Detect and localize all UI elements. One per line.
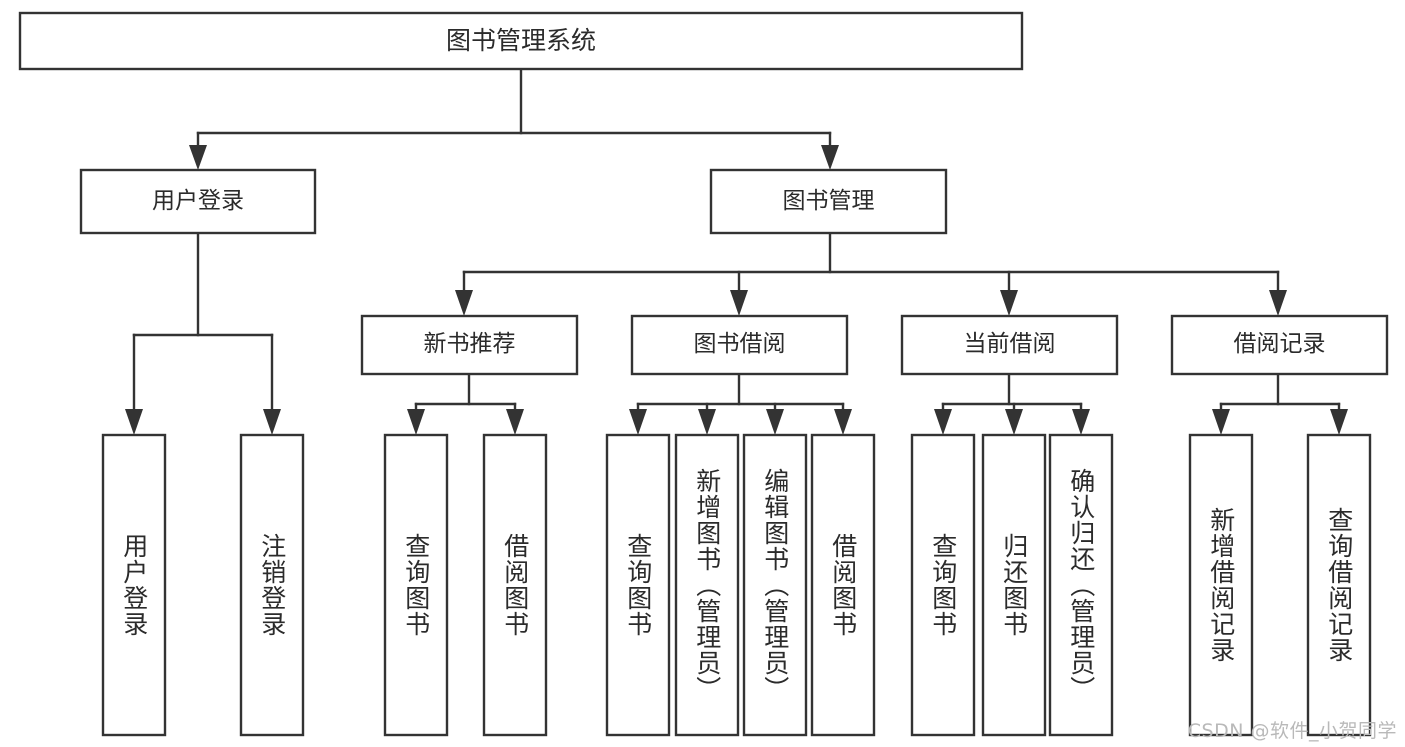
arrow-head-new-book-recommend [455,290,473,316]
arrow-head-leaf-query-borrow-record [1330,409,1348,435]
node-box-root[interactable] [18,11,1024,71]
node-box-leaf-user-login[interactable] [101,433,167,737]
arrow-head-leaf-query-book-current [934,409,952,435]
node-box-leaf-add-borrow-record[interactable] [1188,433,1254,737]
node-box-leaf-edit-book-admin[interactable] [742,433,808,737]
node-box-layer [18,11,1389,737]
arrow-head-user-login [189,145,207,170]
arrow-head-leaf-borrow-book [834,409,852,435]
node-box-borrow-record[interactable] [1170,314,1389,376]
node-box-user-login[interactable] [79,168,317,235]
node-box-leaf-borrow-book[interactable] [810,433,876,737]
arrow-head-leaf-query-book-borrow [629,409,647,435]
node-box-book-borrow[interactable] [630,314,849,376]
node-box-leaf-query-book-borrow[interactable] [605,433,671,737]
arrow-head-leaf-user-login [125,409,143,435]
arrow-head-leaf-add-borrow-record [1212,409,1230,435]
node-box-leaf-borrow-book-rec[interactable] [482,433,548,737]
arrow-head-leaf-borrow-book-rec [506,409,524,435]
connector-layer [125,67,1348,435]
node-box-new-book-recommend[interactable] [360,314,579,376]
node-box-leaf-query-book-current[interactable] [910,433,976,737]
node-box-leaf-add-book-admin[interactable] [674,433,740,737]
node-box-leaf-logout-login[interactable] [239,433,305,737]
arrow-head-leaf-query-book-rec [407,409,425,435]
arrow-head-leaf-return-book [1005,409,1023,435]
node-box-leaf-return-book[interactable] [981,433,1047,737]
arrow-head-book-manage [821,145,839,170]
node-box-leaf-query-book-rec[interactable] [383,433,449,737]
node-box-leaf-confirm-return-admin[interactable] [1048,433,1114,737]
arrow-head-leaf-edit-book-admin [766,409,784,435]
arrow-head-current-borrow [1000,290,1018,316]
node-box-book-manage[interactable] [709,168,948,235]
node-box-current-borrow[interactable] [900,314,1119,376]
arrow-head-leaf-logout-login [263,409,281,435]
arrow-head-leaf-add-book-admin [698,409,716,435]
arrow-head-leaf-confirm-return-admin [1072,409,1090,435]
arrow-head-borrow-record [1269,290,1287,316]
csdn-watermark: CSDN @软件_小贺同学 [1187,720,1397,742]
arrow-head-book-borrow [730,290,748,316]
node-box-leaf-query-borrow-record[interactable] [1306,433,1372,737]
